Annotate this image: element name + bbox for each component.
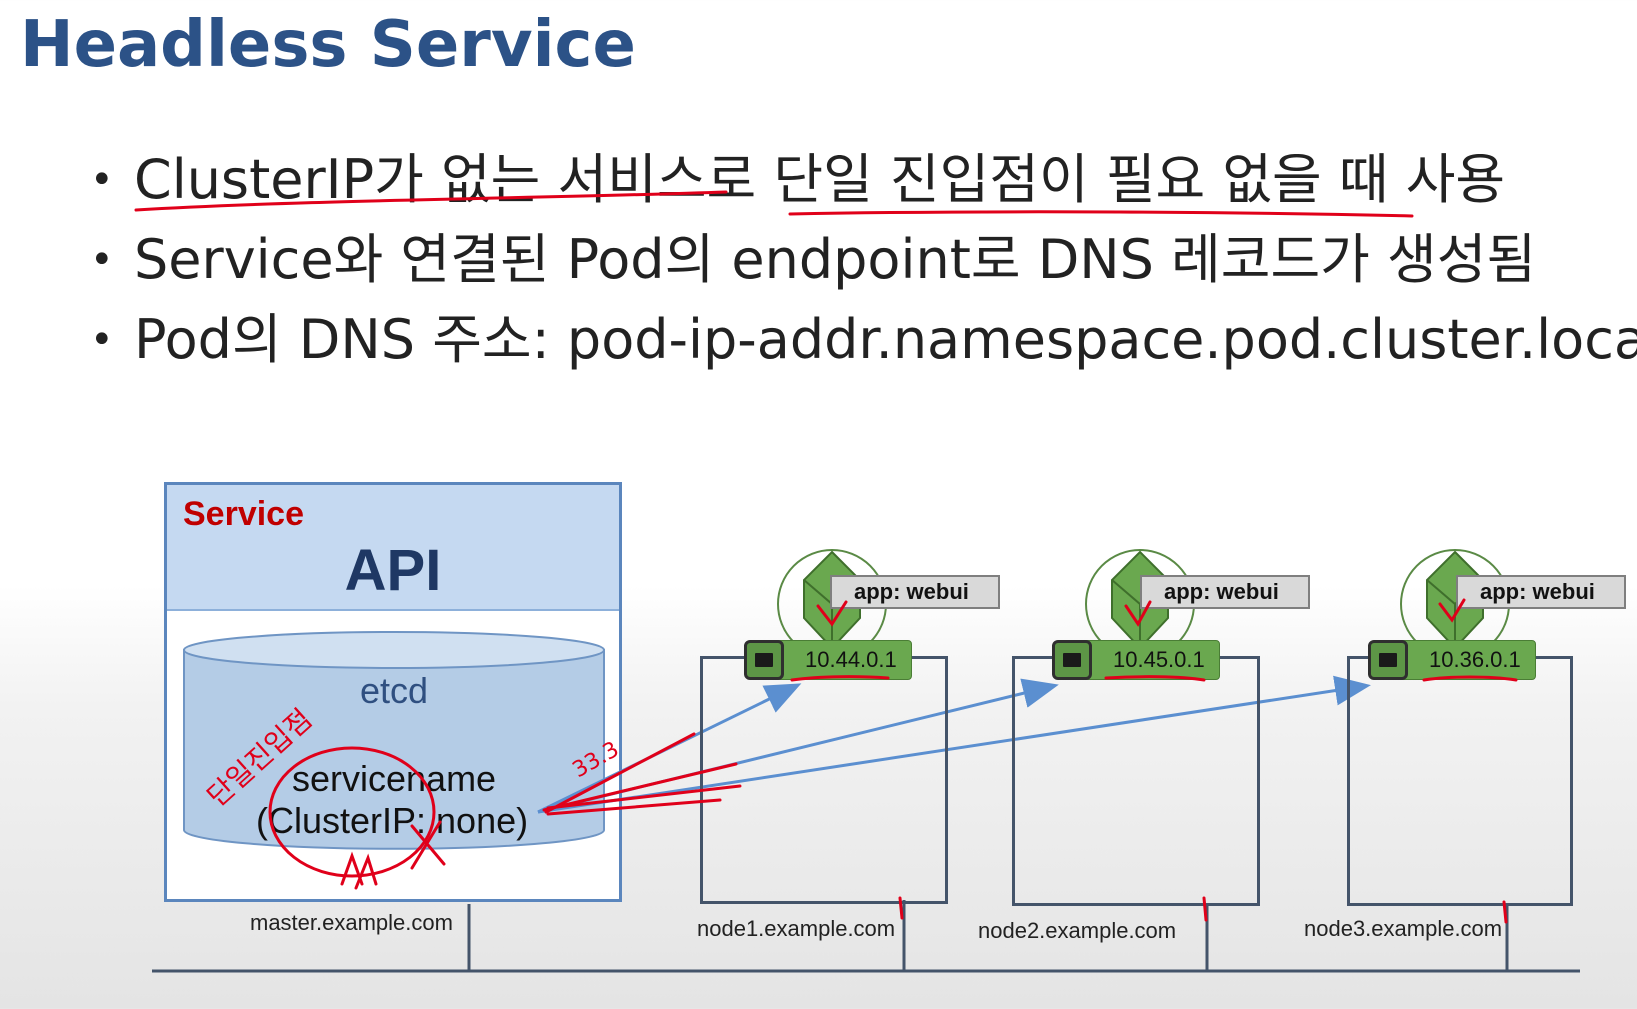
fan-stroke <box>544 732 696 814</box>
node-host-label: node1.example.com <box>697 916 896 941</box>
fan-stroke <box>546 798 722 816</box>
handwritten-label: 단일진입점 <box>201 702 319 813</box>
fan-stroke <box>542 762 738 812</box>
underline-stroke <box>1104 675 1206 682</box>
servicename-label: servicename <box>292 758 497 799</box>
tick-stroke <box>898 896 904 920</box>
checkmark-stroke <box>816 600 848 627</box>
underline-stroke <box>788 210 1414 218</box>
etcd-cylinder <box>183 631 605 850</box>
bullet-dot-icon: • <box>90 237 114 283</box>
bullet-text: Service와 연결된 Pod의 endpoint로 DNS 레코드가 생성됨 <box>134 228 1537 291</box>
underline-stroke <box>1422 675 1518 682</box>
api-header: Service API <box>167 485 619 611</box>
bullet-dot-icon: • <box>90 157 114 203</box>
checkmark-stroke <box>1438 598 1466 623</box>
node-host-label: node3.example.com <box>1304 916 1503 941</box>
underline-stroke <box>790 675 890 682</box>
pod-label-tag: app: webui <box>1140 575 1310 609</box>
network-port-icon <box>1052 640 1092 680</box>
bullet-item: • Service와 연결된 Pod의 endpoint로 DNS 레코드가 생성… <box>90 220 1637 300</box>
service-label: Service <box>183 495 304 533</box>
pod-label-tag: app: webui <box>830 575 1000 609</box>
clusterip-none-label: (ClusterIP: none) <box>256 800 529 841</box>
scribble-stroke <box>340 851 378 890</box>
arrow-to-pod-3 <box>537 675 1371 814</box>
underline-stroke <box>134 190 728 212</box>
circle-annotation <box>268 746 436 878</box>
bullet-text: Pod의 DNS 주소: pod-ip-addr.namespace.pod.c… <box>134 308 1637 371</box>
node-host-label: node2.example.com <box>978 918 1177 943</box>
bullet-item: • Pod의 DNS 주소: pod-ip-addr.namespace.pod.… <box>90 300 1637 380</box>
network-port-icon <box>1368 640 1408 680</box>
master-host-label: master.example.com <box>250 910 453 935</box>
checkmark-stroke <box>1124 600 1152 627</box>
bullet-dot-icon: • <box>90 317 114 363</box>
api-label: API <box>344 538 442 603</box>
tick-stroke <box>1502 900 1508 924</box>
tick-stroke <box>1202 896 1208 922</box>
fan-stroke <box>546 784 742 810</box>
etcd-label: etcd <box>360 670 429 711</box>
slide-title: Headless Service <box>20 8 636 82</box>
cross-annotation <box>410 820 446 870</box>
network-port-icon <box>744 640 784 680</box>
pod-ip-bar: 10.36.0.1 <box>1372 640 1536 680</box>
pod-label-tag: app: webui <box>1456 575 1626 609</box>
